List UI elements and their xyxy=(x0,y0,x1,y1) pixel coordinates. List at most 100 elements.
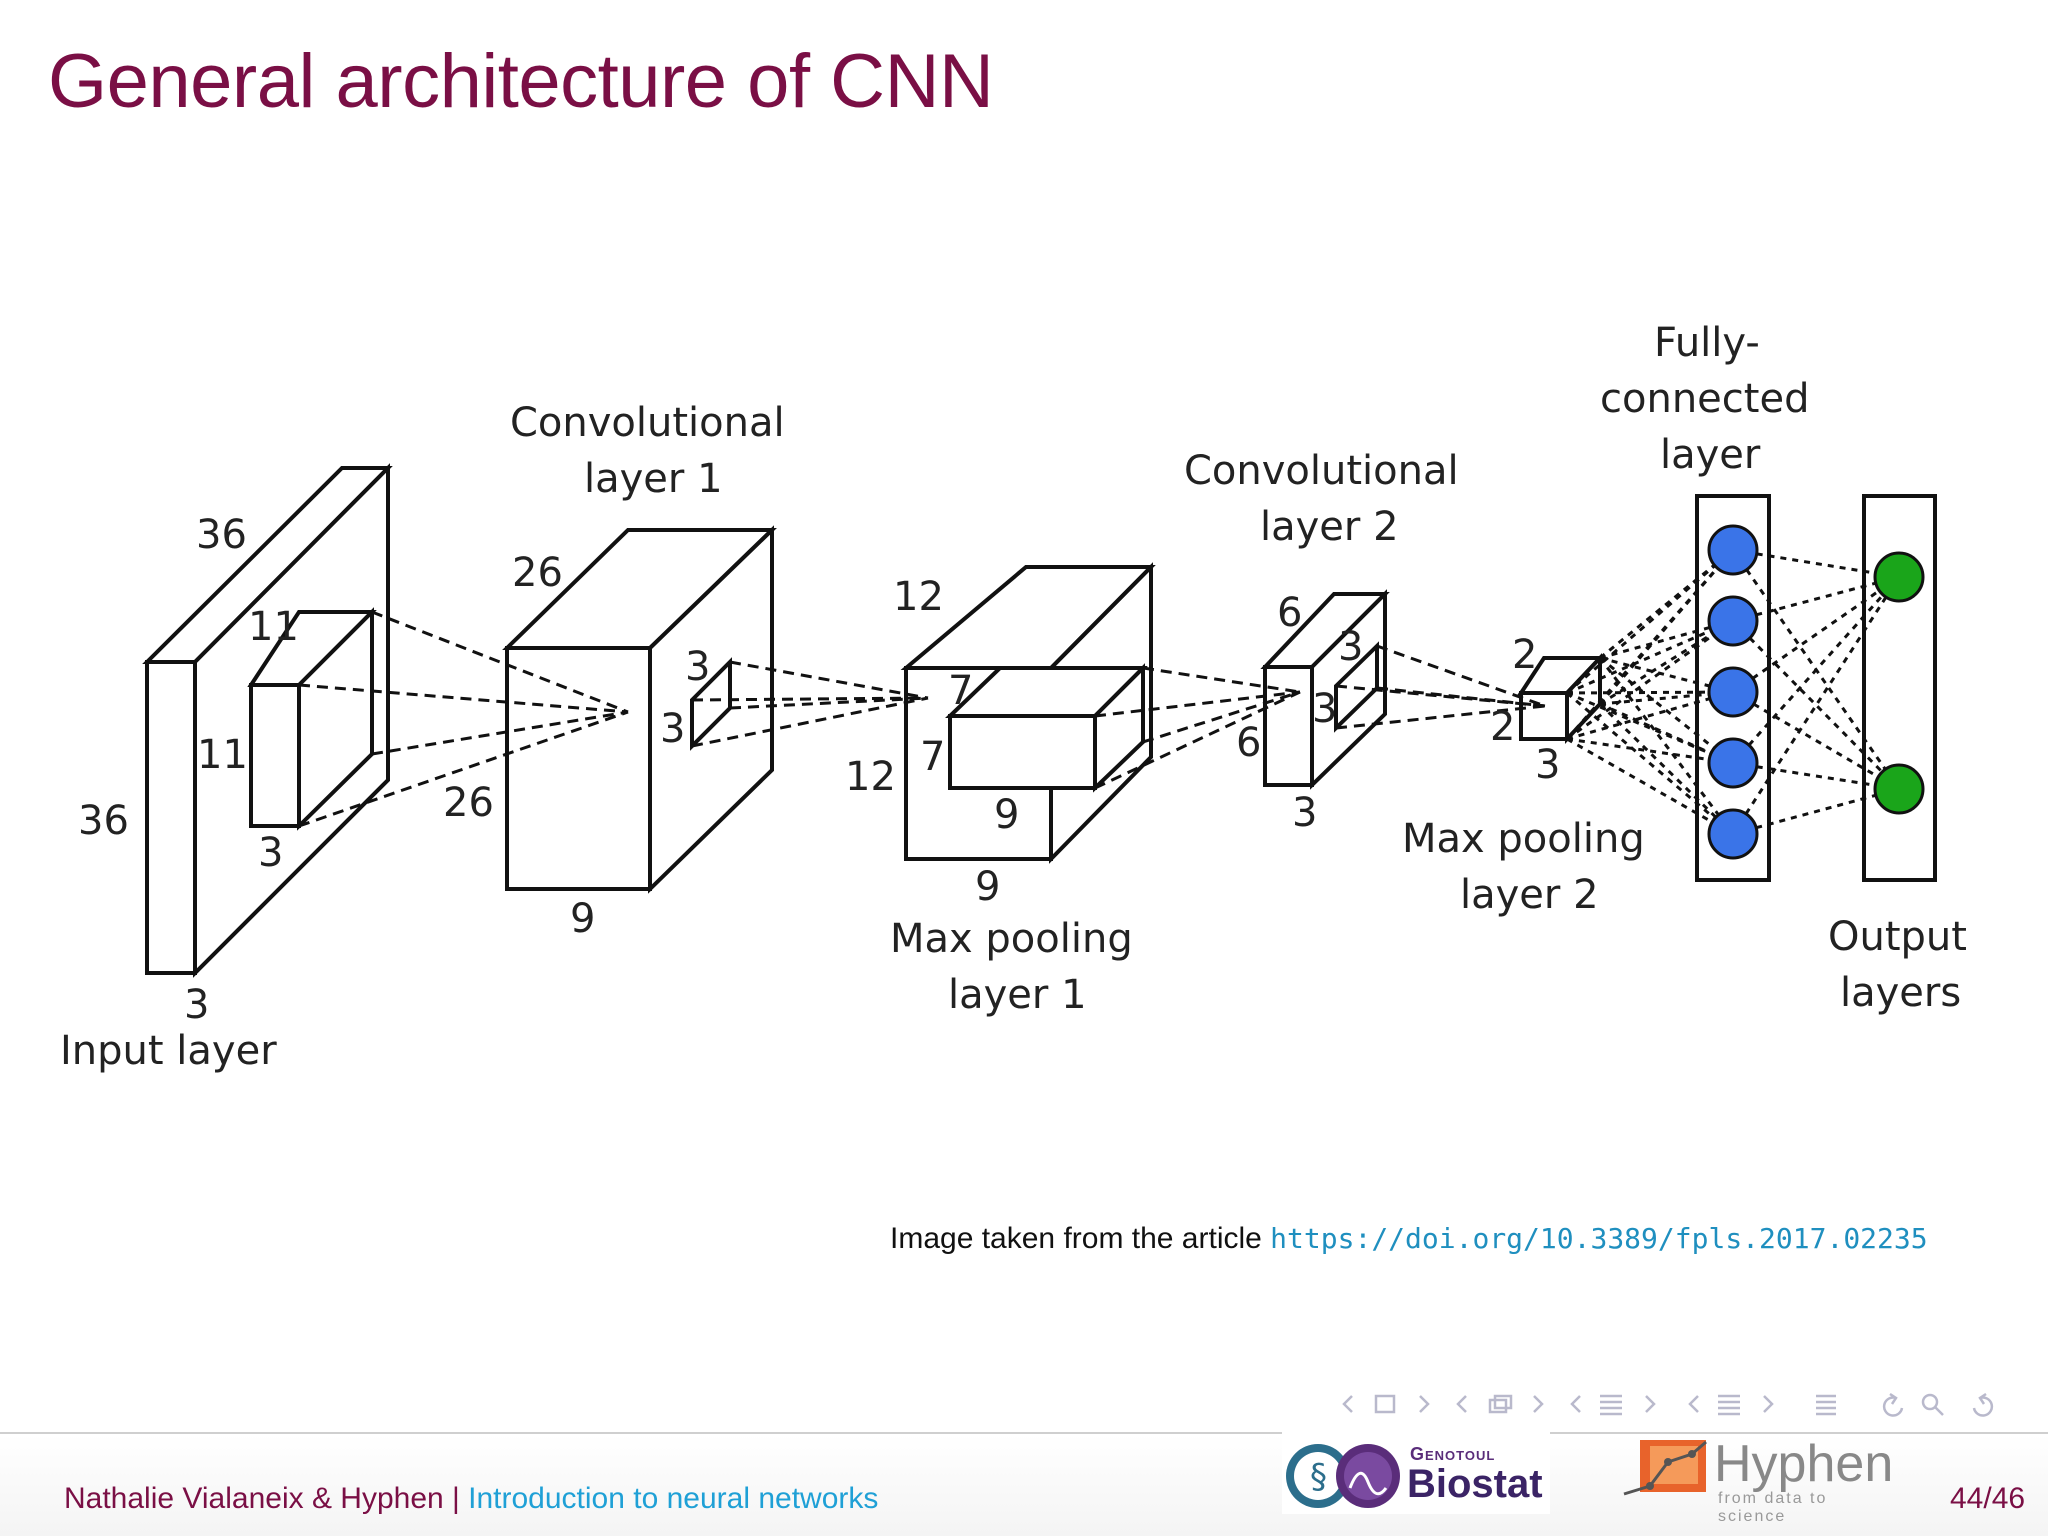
input-layer-label: Input layer xyxy=(60,1028,277,1074)
fc-node xyxy=(1707,666,1759,718)
pool2-fc-link xyxy=(1566,690,1734,695)
fc-output-link xyxy=(1732,787,1900,836)
fc-output-link xyxy=(1731,576,1901,764)
pool2-fc-link xyxy=(1566,619,1734,741)
pool1-inner-w: 7 xyxy=(920,734,945,780)
conv2-dim-depth: 3 xyxy=(1292,790,1317,836)
footer-title: Introduction to neural networks xyxy=(468,1482,879,1515)
pool2-fc-link xyxy=(1566,691,1734,836)
nav-forward-icon[interactable] xyxy=(1972,1392,1994,1417)
fc-output-link xyxy=(1732,690,1900,791)
conv1-dim-top: 26 xyxy=(512,550,563,596)
output-label-2: layers xyxy=(1840,970,1961,1016)
fc-node xyxy=(1707,808,1759,860)
nav-part-next-icon[interactable] xyxy=(1763,1395,1774,1413)
svg-text:§: § xyxy=(1310,1457,1327,1497)
nav-frame-icon[interactable] xyxy=(1374,1394,1396,1414)
conv1-label-1: Convolutional xyxy=(510,400,785,446)
fc-connections xyxy=(1565,548,1901,836)
pool2-fc-link xyxy=(1598,657,1735,835)
footer-author: Nathalie Vialaneix & Hyphen xyxy=(64,1482,444,1515)
input-dim-depth: 3 xyxy=(184,982,209,1028)
pool2-fc-link xyxy=(1566,737,1734,765)
pool1-inner-h: 7 xyxy=(948,668,973,714)
logo-hyphen-text: Hyphen xyxy=(1714,1435,1894,1493)
fc-label-1: Fully- xyxy=(1654,320,1760,366)
pool1-block xyxy=(900,562,1156,864)
footer-info: Nathalie Vialaneix & Hyphen | Introducti… xyxy=(64,1482,878,1516)
genotoul-biostat-logo: § Genotoul Biostat xyxy=(1282,1432,1550,1514)
pool2-fc-link xyxy=(1566,690,1734,741)
output-column xyxy=(1862,494,1937,882)
nav-frame-next-icon[interactable] xyxy=(1419,1395,1430,1413)
image-caption: Image taken from the article https://doi… xyxy=(890,1222,1928,1256)
nav-subsection-icon[interactable] xyxy=(1488,1394,1513,1414)
hyphen-logo-icon xyxy=(1623,1440,1707,1496)
conv2-block xyxy=(1260,589,1390,790)
fc-node xyxy=(1707,524,1759,576)
fc-output-link xyxy=(1732,575,1900,694)
conv1-label-2: layer 1 xyxy=(584,456,723,502)
pool2-dim-top: 2 xyxy=(1512,632,1537,678)
dashed-connections xyxy=(298,610,1546,828)
pool1-dim-top: 12 xyxy=(893,574,944,620)
input-dim-top: 36 xyxy=(196,512,247,558)
conv2-dim-top: 6 xyxy=(1277,590,1302,636)
pool2-label-1: Max pooling xyxy=(1402,816,1645,862)
pool2-fc-link xyxy=(1599,548,1734,660)
conv1-dim-side: 26 xyxy=(443,780,494,826)
pool1-label-2: layer 1 xyxy=(948,972,1087,1018)
fc-node xyxy=(1707,595,1759,647)
nav-search-icon[interactable] xyxy=(1921,1393,1944,1416)
logo-hyphen-tagline: from data to science xyxy=(1718,1490,1828,1525)
nav-part-icon[interactable] xyxy=(1718,1394,1740,1416)
footer-bar xyxy=(0,1434,2048,1536)
pool2-fc-link xyxy=(1599,619,1734,706)
biostat-logo-icon: § xyxy=(1286,1444,1400,1508)
conv2-label-1: Convolutional xyxy=(1184,448,1459,494)
logo-biostat-text: Biostat xyxy=(1407,1462,1543,1506)
nav-subsection-next-icon[interactable] xyxy=(1533,1395,1544,1413)
hyphen-logo: Hyphen from data to science xyxy=(1620,1432,1900,1525)
pool1-dim-depth: 9 xyxy=(975,864,1000,910)
nav-section-prev-icon[interactable] xyxy=(1570,1395,1581,1413)
footer-divider xyxy=(0,1432,2048,1434)
nav-subsection-prev-icon[interactable] xyxy=(1456,1395,1467,1413)
fc-output-link xyxy=(1731,619,1901,791)
conv2-dim-left: 6 xyxy=(1236,720,1261,766)
nav-frame-prev-icon[interactable] xyxy=(1342,1395,1353,1413)
conv2-kernel-w: 3 xyxy=(1312,686,1337,732)
conv2-label-2: layer 2 xyxy=(1260,504,1399,550)
page-number: 44/46 xyxy=(1950,1482,2026,1515)
nav-toc-icon[interactable] xyxy=(1816,1394,1836,1416)
fc-output-link xyxy=(1732,761,1900,791)
conv1-kernel-h: 3 xyxy=(685,644,710,690)
doi-link[interactable]: https://doi.org/10.3389/fpls.2017.02235 xyxy=(1270,1222,1928,1255)
input-kernel-w: 11 xyxy=(197,732,248,778)
nav-part-prev-icon[interactable] xyxy=(1688,1395,1699,1413)
pool2-fc-link xyxy=(1566,737,1734,836)
output-label-1: Output xyxy=(1828,914,1967,960)
footer-separator: | xyxy=(443,1482,469,1515)
fc-node xyxy=(1707,737,1759,789)
output-node xyxy=(1873,763,1925,815)
logo-genotoul-text: Genotoul xyxy=(1410,1444,1496,1464)
pool2-dim-depth: 3 xyxy=(1535,742,1560,788)
pool1-label-1: Max pooling xyxy=(890,916,1133,962)
input-kernel-block xyxy=(247,607,377,831)
fc-output-link xyxy=(1732,548,1900,579)
conv2-kernel-h: 3 xyxy=(1338,624,1363,670)
nav-section-icon[interactable] xyxy=(1600,1394,1622,1416)
slide-title: General architecture of CNN xyxy=(48,39,994,124)
network-nodes xyxy=(1707,524,1925,860)
pool2-dim-left: 2 xyxy=(1490,704,1515,750)
input-kernel-h: 11 xyxy=(248,604,299,650)
nav-back-icon[interactable] xyxy=(1882,1392,1904,1417)
fc-output-link xyxy=(1732,575,1900,623)
nav-section-next-icon[interactable] xyxy=(1645,1395,1656,1413)
conv1-dim-depth: 9 xyxy=(570,896,595,942)
fc-label-3: layer xyxy=(1660,432,1761,478)
fc-label-2: connected xyxy=(1600,376,1809,422)
pool1-inner-d: 9 xyxy=(994,792,1019,838)
